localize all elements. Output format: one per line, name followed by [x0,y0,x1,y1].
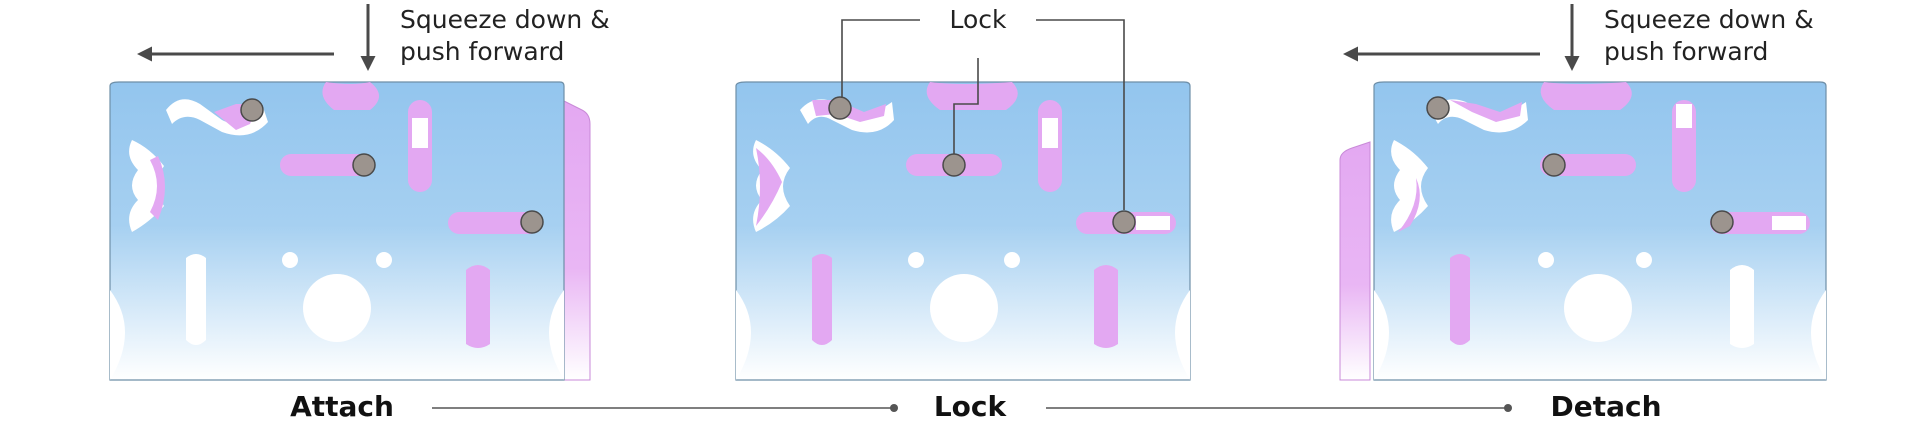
rail-plate [1339,141,1371,381]
screw-icon [1112,210,1136,234]
vertical-slot-gap [412,118,428,148]
screw-icon [942,153,966,177]
screw-icon [520,210,544,234]
stage-label-detach: Detach [1550,390,1661,423]
small-hole [376,252,392,268]
left-arch-cutout [110,290,125,380]
top-notch [1540,82,1632,110]
left-arch-cutout [736,290,751,380]
timeline-dot [890,404,898,412]
screw-icon [1542,153,1566,177]
large-hole [303,274,371,342]
side-claw-slot [1391,140,1428,232]
left-arch-cutout [1374,290,1389,380]
lock-annotation: Lock [949,5,1007,34]
right-lower-slot [1094,265,1118,348]
lock-leader-right [1036,19,1125,210]
right-lower-slot [466,265,490,348]
screw-icon [1710,210,1734,234]
screw-icon [240,98,264,122]
screw-icon [1426,96,1450,120]
annotation-line-1: Squeeze down & [400,5,610,34]
side-claw-pink [150,156,165,220]
right-lower-slot [1730,265,1754,348]
right-arch-cutout [549,290,564,380]
annotation-line-2: push forward [1604,37,1768,66]
horizontal-slot [280,154,372,176]
large-hole [930,274,998,342]
left-lower-slot [1450,254,1470,345]
stage-label-lock: Lock [934,390,1008,423]
wave-slot [1430,99,1528,133]
lower-slot [448,212,540,234]
small-hole [1004,252,1020,268]
lock-leader-center [953,58,979,154]
small-hole [1538,252,1554,268]
top-notch [926,82,1018,110]
annotation-line-1: Squeeze down & [1604,5,1814,34]
panel-lock: Lock Lock [735,5,1191,423]
side-claw-pink [1398,178,1420,232]
side-claw-pink [756,148,782,226]
screw-icon [352,153,376,177]
small-hole [282,252,298,268]
rail-plate [561,99,591,381]
right-arch-cutout [1811,290,1826,380]
vertical-slot-gap [1042,118,1058,148]
panel-detach: Squeeze down & push forward Detach [1339,4,1827,423]
screw-icon [828,96,852,120]
small-hole [908,252,924,268]
timeline-dot [1504,404,1512,412]
right-arch-cutout [1175,290,1190,380]
vertical-slot-gap [1676,104,1692,128]
lock-leader-left [841,19,920,98]
lower-slot-gap [1772,216,1806,230]
annotation-line-2: push forward [400,37,564,66]
sequence-timeline [432,404,1512,412]
left-lower-slot [186,254,206,345]
panel-attach: Squeeze down & push forward Attach [109,4,610,423]
wave-slot-pink [1450,100,1522,122]
small-hole [1636,252,1652,268]
large-hole [1564,274,1632,342]
left-lower-slot [812,254,832,345]
top-notch [322,82,379,110]
lower-slot-gap [1136,216,1170,230]
stage-label-attach: Attach [290,390,394,423]
